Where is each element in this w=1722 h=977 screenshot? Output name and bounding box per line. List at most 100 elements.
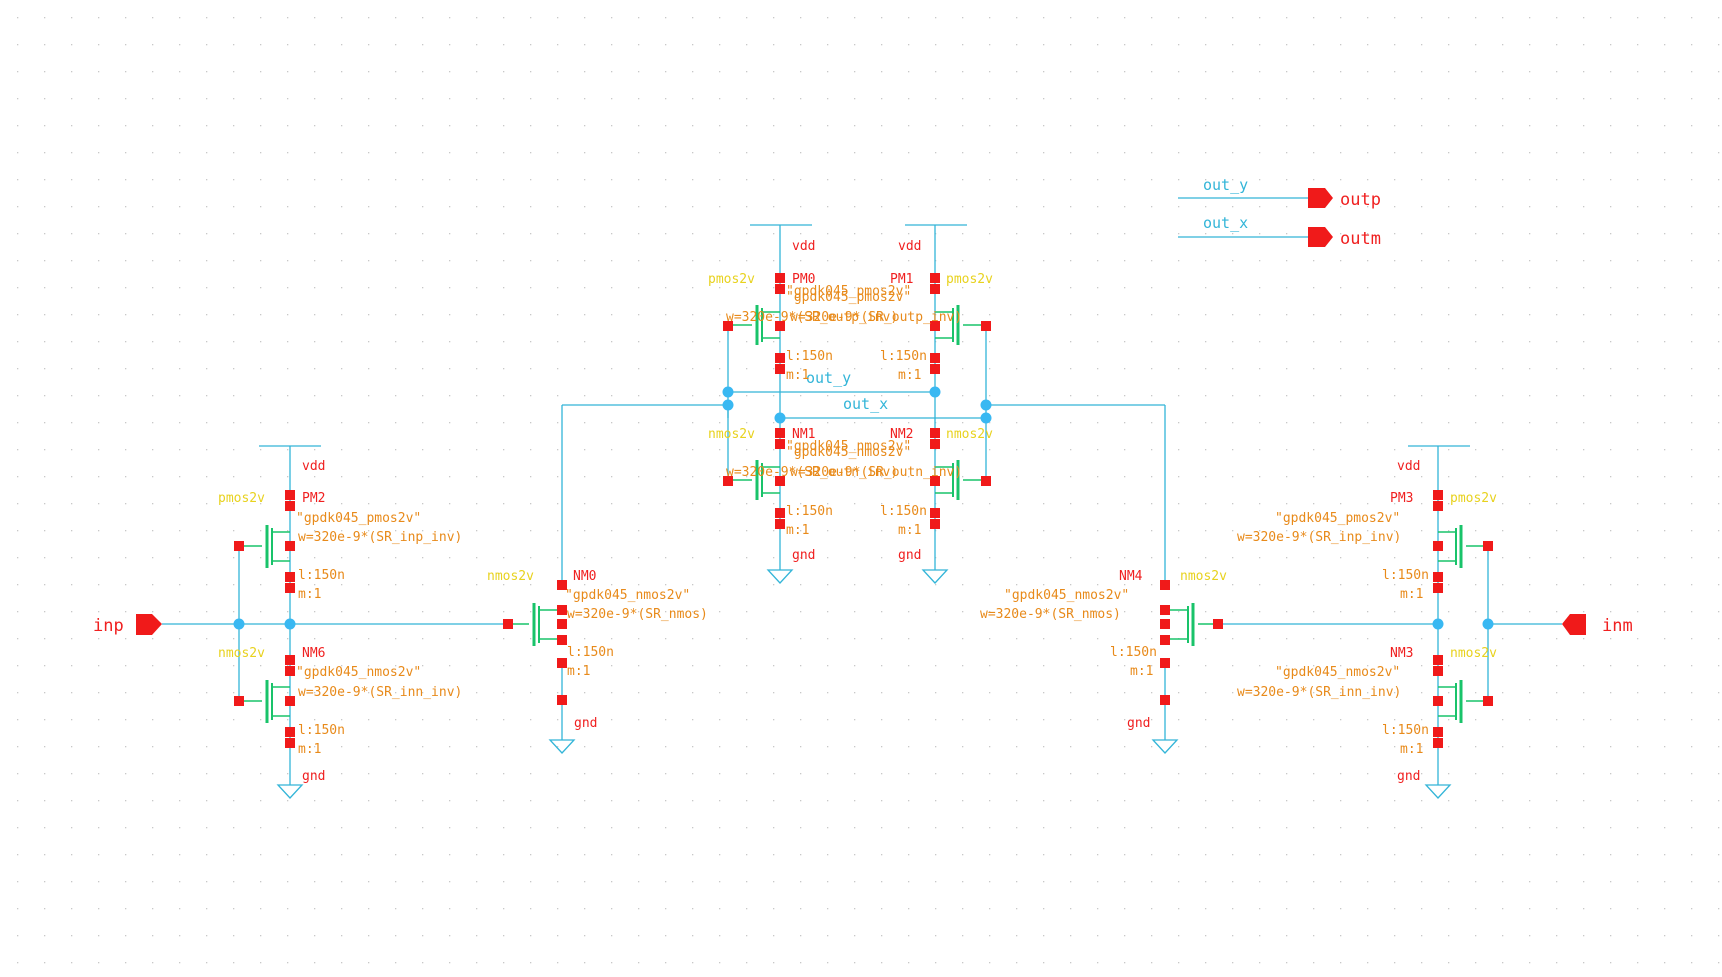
pm3-cell: "gpdk045_pmos2v" [1275,511,1400,526]
pm2-cell: "gpdk045_pmos2v" [296,511,421,526]
nm2-mult: m:1 [898,523,921,538]
gnd-label-nm4: gnd [1127,716,1150,731]
nm4-width: w=320e-9*(SR_nmos) [980,607,1121,622]
port-label-inm: inm [1602,616,1633,636]
nm6-cell: "gpdk045_nmos2v" [296,665,421,680]
nm6-mult: m:1 [298,742,321,757]
output-port-outp[interactable]: out_y outp [1178,176,1381,210]
pm3-model: pmos2v [1450,491,1497,506]
port-label-outm: outm [1340,229,1381,249]
net-label-out-y-top: out_y [1203,176,1248,194]
nm4-name: NM4 [1119,569,1143,584]
nm4-model: nmos2v [1180,569,1227,584]
pm1-length: l:150n [880,349,927,364]
device-nm0-labels[interactable]: nmos2v NM0 "gpdk045_nmos2v" w=320e-9*(SR… [487,569,708,679]
device-pm1-labels[interactable]: PM1 pmos2v "gpdk045_pmos2v" w=320e-9*(SR… [786,272,993,383]
nm2-width: w=320e-9*(SR_outn_inv) [790,465,962,480]
nm3-width: w=320e-9*(SR_inn_inv) [1237,685,1401,700]
supply-labels: vdd vdd vdd vdd gnd gnd gnd gnd gnd gnd [302,239,1420,784]
nm1-width: w=320e-9*(SR_outn_inv) [726,465,898,480]
output-port-outm[interactable]: out_x outm [1178,214,1381,249]
pm0-symbol [728,305,780,345]
vdd-label-pm3: vdd [1397,459,1420,474]
pm0-cell: "gpdk045_pmos2v" [786,290,911,305]
port-arrow-outp[interactable] [1308,188,1333,208]
input-port-inp[interactable]: inp [93,614,162,636]
pm3-mult: m:1 [1400,587,1423,602]
nm3-cell: "gpdk045_nmos2v" [1275,665,1400,680]
port-arrow-inp[interactable] [136,614,162,635]
device-pins[interactable] [234,273,1493,748]
pm3-length: l:150n [1382,568,1429,583]
port-label-outp: outp [1340,190,1381,210]
nm2-cell: "gpdk045_nmos2v" [786,439,911,454]
port-arrow-outm[interactable] [1308,227,1333,247]
nm1-model: nmos2v [708,427,755,442]
nm3-length: l:150n [1382,723,1429,738]
pm0-length: l:150n [786,349,833,364]
nm1-mult: m:1 [786,523,809,538]
nm4-mult: m:1 [1130,664,1153,679]
pm0-mult: m:1 [786,368,809,383]
pm0-width: w=320e-9*(SR_outp_inv) [726,310,898,325]
device-pm2-labels[interactable]: pmos2v PM2 "gpdk045_pmos2v" w=320e-9*(SR… [218,491,462,602]
pm0-model: pmos2v [708,272,755,287]
pm2-model: pmos2v [218,491,265,506]
device-nm2-labels[interactable]: NM2 nmos2v "gpdk045_nmos2v" w=320e-9*(SR… [786,427,993,538]
junction-dots [233,386,1494,630]
net-label-out-x-top: out_x [1203,214,1248,232]
pm1-cell: "gpdk045_pmos2v" [786,284,911,299]
nm1-length: l:150n [786,504,833,519]
supply-symbols [259,224,1470,799]
device-nm1-labels[interactable]: nmos2v NM1 "gpdk045_nmos2v" w=320e-9*(SR… [708,427,911,538]
nm0-mult: m:1 [567,664,590,679]
pm0-name: PM0 [792,272,815,287]
pm2-symbol [239,525,290,568]
input-port-inm[interactable]: inm [1562,614,1633,636]
nm2-model: nmos2v [946,427,993,442]
port-arrow-inm[interactable] [1562,614,1586,635]
nm0-length: l:150n [567,645,614,660]
pm2-width: w=320e-9*(SR_inp_inv) [298,530,462,545]
nm1-name: NM1 [792,427,815,442]
pm2-mult: m:1 [298,587,321,602]
device-pm3-labels[interactable]: PM3 pmos2v "gpdk045_pmos2v" w=320e-9*(SR… [1237,491,1497,602]
gnd-label-nm2: gnd [898,548,921,563]
port-label-inp: inp [93,616,124,636]
pm1-model: pmos2v [946,272,993,287]
device-nm6-labels[interactable]: nmos2v NM6 "gpdk045_nmos2v" w=320e-9*(SR… [218,646,462,757]
pm2-length: l:150n [298,568,345,583]
nm6-length: l:150n [298,723,345,738]
nm0-name: NM0 [573,569,596,584]
pm1-name: PM1 [890,272,913,287]
pm3-width: w=320e-9*(SR_inp_inv) [1237,530,1401,545]
nm3-model: nmos2v [1450,646,1497,661]
device-pm0-labels[interactable]: pmos2v PM0 "gpdk045_pmos2v" w=320e-9*(SR… [708,272,911,383]
nm3-name: NM3 [1390,646,1413,661]
nm6-model: nmos2v [218,646,265,661]
gnd-label-nm6: gnd [302,769,325,784]
nm2-length: l:150n [880,504,927,519]
nm2-name: NM2 [890,427,913,442]
nm3-mult: m:1 [1400,742,1423,757]
gnd-label-nm0: gnd [574,716,597,731]
nm6-width: w=320e-9*(SR_inn_inv) [298,685,462,700]
nm0-cell: "gpdk045_nmos2v" [565,588,690,603]
gnd-label-nm1: gnd [792,548,815,563]
device-nm3-labels[interactable]: NM3 nmos2v "gpdk045_nmos2v" w=320e-9*(SR… [1237,646,1497,757]
device-nm4-labels[interactable]: NM4 nmos2v "gpdk045_nmos2v" w=320e-9*(SR… [980,569,1227,679]
net-label-out-y: out_y [806,369,851,387]
pm1-width: w=320e-9*(SR_outp_inv) [790,310,962,325]
nm4-length: l:150n [1110,645,1157,660]
nm4-cell: "gpdk045_nmos2v" [1004,588,1129,603]
nm2-symbol [935,460,986,500]
vdd-label-pm1: vdd [898,239,921,254]
net-label-out-x: out_x [843,395,888,413]
nm1-cell: "gpdk045_nmos2v" [786,445,911,460]
nm0-width: w=320e-9*(SR_nmos) [567,607,708,622]
pm3-name: PM3 [1390,491,1413,506]
pm2-name: PM2 [302,491,325,506]
pm1-mult: m:1 [898,368,921,383]
